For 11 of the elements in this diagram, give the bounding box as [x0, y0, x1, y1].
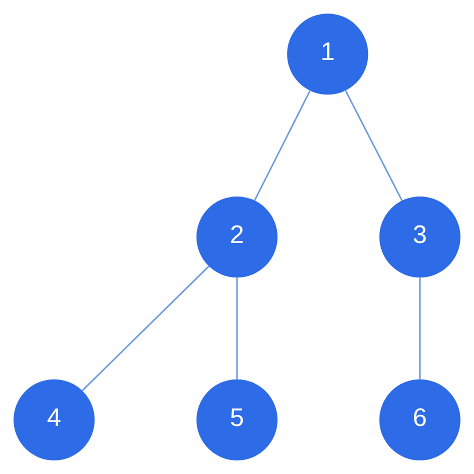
- connector: [344, 90, 403, 202]
- connector: [82, 265, 210, 392]
- connector: [419, 277, 421, 380]
- node-circle: 5: [196, 379, 278, 460]
- connector: [236, 277, 238, 380]
- node-circle: 2: [196, 196, 278, 278]
- node-circle: 6: [379, 379, 460, 460]
- connector: [254, 90, 312, 202]
- node-circle: 4: [14, 379, 95, 460]
- node-circle: 1: [287, 14, 368, 95]
- node-circle: 3: [379, 196, 460, 278]
